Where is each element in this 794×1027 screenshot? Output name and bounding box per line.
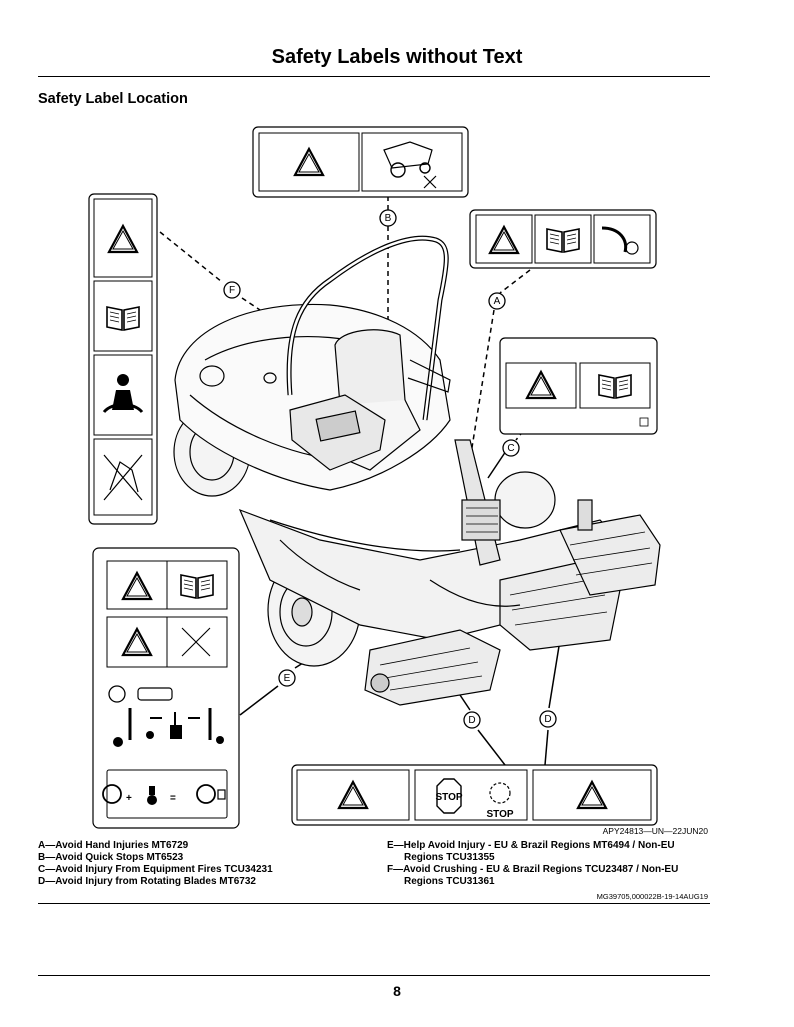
header-rule: [38, 76, 710, 77]
callout-b-circle: [379, 209, 397, 227]
footer-rule: [38, 975, 710, 976]
caption-a: A—Avoid Hand Injuries MT6729: [38, 840, 189, 851]
callout-a: A: [494, 296, 501, 307]
caption-c: C—Avoid Injury From Equipment Fires TCU3…: [38, 864, 273, 875]
callout-d2-circle: [539, 710, 557, 728]
callout-a-circle: [488, 292, 506, 310]
callout-c: C: [507, 443, 514, 454]
callout-f: F: [229, 285, 235, 296]
equation-equals: =: [170, 793, 176, 804]
label-panel-e: + =: [92, 547, 240, 829]
equation-plus: +: [126, 793, 132, 804]
callout-d-left: D: [468, 715, 475, 726]
stop-text: STOP: [486, 809, 513, 820]
caption-rule: [38, 903, 710, 904]
callout-f-circle: [223, 281, 241, 299]
callout-b: B: [385, 213, 392, 224]
mower-illustration: [173, 235, 661, 706]
caption-b: B—Avoid Quick Stops MT6523: [38, 852, 184, 863]
label-panel-c: [499, 337, 658, 435]
callout-c-circle: [502, 439, 520, 457]
caption-f-cont: Regions TCU31361: [404, 876, 495, 887]
callout-e: E: [284, 673, 291, 684]
callout-e-circle: [278, 669, 296, 687]
section-heading: Safety Label Location: [38, 91, 188, 107]
label-panel-f: [88, 193, 158, 525]
stop-sign-text: STOP: [435, 792, 462, 803]
label-panel-d: STOP STOP: [291, 764, 658, 826]
page-title: Safety Labels without Text: [271, 46, 523, 68]
caption-e: E—Help Avoid Injury - EU & Brazil Region…: [387, 840, 675, 851]
page-number: 8: [393, 983, 401, 999]
caption-d: D—Avoid Injury from Rotating Blades MT67…: [38, 876, 256, 887]
callout-d-right: D: [544, 714, 551, 725]
captions-right-column: E—Help Avoid Injury - EU & Brazil Region…: [387, 840, 678, 888]
caption-f: F—Avoid Crushing - EU & Brazil Regions T…: [387, 864, 679, 875]
callout-markers: [223, 209, 557, 729]
label-panel-b: [252, 126, 469, 198]
label-panel-a: [469, 209, 657, 269]
caption-e-cont: Regions TCU31355: [404, 852, 495, 863]
document-code: MG39705,000022B-19-14AUG19: [596, 892, 708, 901]
captions-left-column: A—Avoid Hand Injuries MT6729 B—Avoid Qui…: [38, 840, 273, 888]
callout-d1-circle: [463, 711, 481, 729]
figure-code: APY24813—UN—22JUN20: [602, 826, 708, 836]
